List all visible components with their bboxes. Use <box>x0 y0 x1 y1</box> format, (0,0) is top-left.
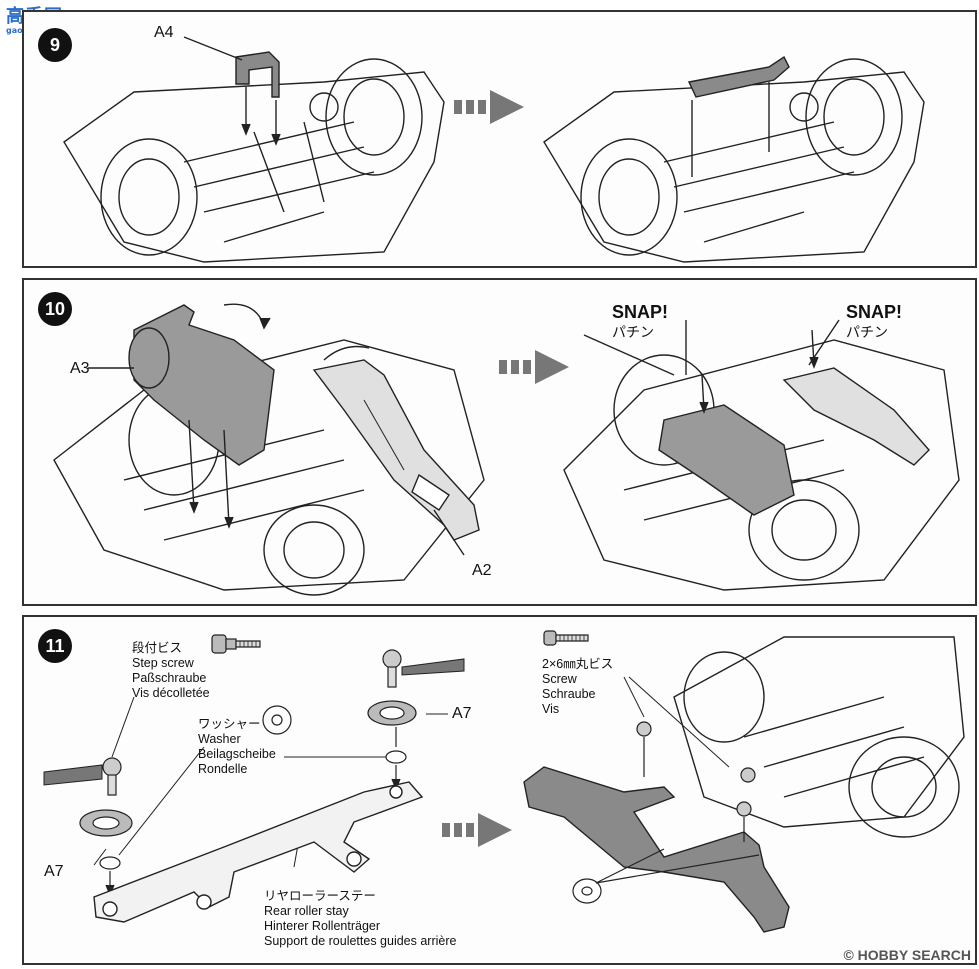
step-10-arrows <box>88 303 465 556</box>
step-11-transition-arrow <box>442 813 512 847</box>
rear-roller-stay-installed <box>523 766 790 933</box>
hobby-search-watermark: © HOBBY SEARCH <box>843 947 971 963</box>
rear-stay-jp: リヤローラーステー <box>264 889 376 903</box>
step-screw-en: Step screw <box>132 656 194 670</box>
part-a2-shape <box>312 359 480 541</box>
step-10-drawing <box>53 303 960 596</box>
step-11-panel: 11 段付ビス Step screw Paßschraube Vis décol… <box>22 615 977 965</box>
screw-jp: 2×6㎜丸ビス <box>542 657 614 671</box>
part-a4-shape <box>235 51 280 98</box>
step-11-chassis <box>673 636 965 838</box>
part-label-a4: A4 <box>154 24 174 41</box>
part-label-a7-left: A7 <box>44 863 64 880</box>
screwdriver-icon-top <box>401 658 465 676</box>
part-label-a3: A3 <box>70 360 90 377</box>
part-a2-installed <box>782 367 930 466</box>
snap-callout-right: SNAP! パチン <box>846 302 902 342</box>
step-9-insert-arrows <box>183 36 281 146</box>
rear-stay-de: Hinterer Rollenträger <box>264 919 381 933</box>
part-a4-installed <box>687 55 790 98</box>
step-9-chassis-after <box>543 58 925 263</box>
stack-top <box>367 649 417 764</box>
washer-en: Washer <box>198 732 241 746</box>
snap-callout-left: SNAP! パチン <box>612 302 668 342</box>
rear-roller-stay-caption: リヤローラーステー Rear roller stay Hinterer Roll… <box>264 889 456 949</box>
step-screw-fr: Vis décolletée <box>132 686 210 700</box>
part-a3-shape <box>128 304 275 466</box>
rear-stay-en: Rear roller stay <box>264 904 349 918</box>
washer-de: Beilagscheibe <box>198 747 276 761</box>
snap-left-jp: パチン <box>612 324 654 340</box>
stack-left <box>79 757 133 870</box>
step-10-transition-arrow <box>499 350 569 384</box>
screw-de: Schraube <box>542 687 596 701</box>
step-10-panel: 10 A3 A2 SNAP! パチン SNAP! パチン <box>22 278 977 606</box>
part-label-a7-top: A7 <box>452 705 472 722</box>
rear-roller-stay-shape <box>93 781 424 923</box>
part-label-a2: A2 <box>472 562 492 579</box>
step-screw-icon <box>211 634 261 654</box>
screw-icon <box>543 630 589 646</box>
screw-caption: 2×6㎜丸ビス Screw Schraube Vis <box>542 657 613 717</box>
screw-fr: Vis <box>542 702 560 716</box>
washer-jp: ワッシャー <box>198 717 261 731</box>
washer-icon <box>262 705 292 735</box>
step-9-panel: 9 A4 <box>22 10 977 268</box>
snap-left-en: SNAP! <box>612 302 669 322</box>
step-screw-de: Paßschraube <box>132 671 207 685</box>
screw-en: Screw <box>542 672 577 686</box>
part-a3-installed <box>658 404 795 516</box>
step-11-badge: 11 <box>38 629 72 663</box>
step-11-drawing <box>43 630 965 933</box>
step-9-chassis-before <box>63 58 445 263</box>
snap-right-jp: パチン <box>846 324 888 340</box>
rear-stay-fr: Support de roulettes guides arrière <box>264 934 457 948</box>
screwdriver-icon-left <box>43 764 103 786</box>
washer-fr: Rondelle <box>198 762 248 776</box>
step-9-drawing <box>63 36 925 263</box>
step-screw-caption: 段付ビス Step screw Paßschraube Vis décollet… <box>132 641 210 701</box>
washer-caption: ワッシャー Washer Beilagscheibe Rondelle <box>198 717 276 777</box>
step-screw-jp: 段付ビス <box>132 641 183 655</box>
step-9-badge: 9 <box>38 28 72 62</box>
step-10-badge: 10 <box>38 292 72 326</box>
step-9-transition-arrow <box>454 90 524 124</box>
snap-right-en: SNAP! <box>846 302 903 322</box>
